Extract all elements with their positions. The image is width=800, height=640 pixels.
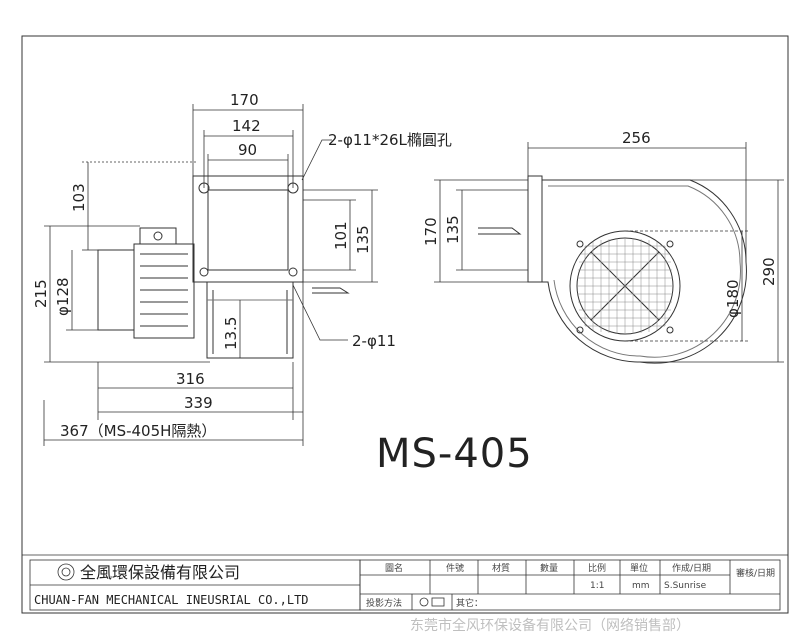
- notes-label: 其它：: [456, 597, 483, 609]
- front-view-grill-mesh: [577, 238, 673, 334]
- hole-note-top: 2-φ11*26L橢圓孔: [328, 131, 452, 149]
- header-material: 材質: [492, 562, 510, 574]
- watermark: 东莞市全风环保设备有限公司（网络销售部）: [410, 617, 690, 634]
- dim-135-front: 135: [444, 215, 462, 244]
- dim-103: 103: [70, 183, 88, 212]
- header-unit: 單位: [630, 562, 648, 574]
- value-author: S.Sunrise: [664, 581, 707, 591]
- drawing-frame: [21, 35, 789, 614]
- projection-label: 投影方法: [366, 597, 402, 609]
- dim-290: 290: [760, 257, 778, 286]
- title-block-text: 全風環保設備有限公司 CHUAN-FAN MECHANICAL INEUSRIA…: [34, 562, 775, 609]
- header-quantity: 數量: [540, 562, 558, 574]
- dim-339: 339: [184, 394, 213, 412]
- header-part-no: 件號: [446, 562, 464, 574]
- dim-316: 316: [176, 370, 205, 388]
- dim-367: 367（MS-405H隔熱）: [60, 422, 216, 440]
- side-view-labels: 170 142 90 2-φ11*26L橢圓孔 2-φ11 103 215 φ1…: [32, 91, 452, 440]
- model-label: MS-405: [376, 431, 533, 477]
- front-view-labels: 256 170 135 φ180 290: [422, 129, 778, 318]
- dim-101: 101: [332, 221, 350, 250]
- dim-142: 142: [232, 117, 261, 135]
- front-view: [478, 175, 747, 364]
- dim-phi-180: φ180: [724, 279, 742, 318]
- header-scale: 比例: [588, 562, 606, 574]
- company-name-en: CHUAN-FAN MECHANICAL INEUSRIAL CO.,LTD: [34, 593, 309, 607]
- dim-256: 256: [622, 129, 651, 147]
- title-block: [29, 559, 781, 611]
- value-scale: 1:1: [590, 581, 604, 591]
- dim-90: 90: [238, 141, 257, 159]
- hole-note-bottom: 2-φ11: [352, 332, 396, 350]
- header-name: 圖名: [385, 562, 403, 574]
- side-view: [97, 175, 350, 359]
- value-unit: mm: [632, 581, 650, 591]
- dim-13-5: 13.5: [222, 317, 240, 350]
- dim-phi-128: φ128: [54, 277, 72, 316]
- header-author-date: 作成/日期: [672, 562, 711, 574]
- header-review-date: 審核/日期: [736, 567, 775, 579]
- company-name-cn: 全風環保設備有限公司: [80, 563, 240, 582]
- dim-135-side: 135: [354, 225, 372, 254]
- dim-170-front: 170: [422, 217, 440, 246]
- dim-215: 215: [32, 279, 50, 308]
- front-view-dimensions: [434, 142, 784, 363]
- dim-170-top: 170: [230, 91, 259, 109]
- side-view-dimensions: [43, 104, 378, 446]
